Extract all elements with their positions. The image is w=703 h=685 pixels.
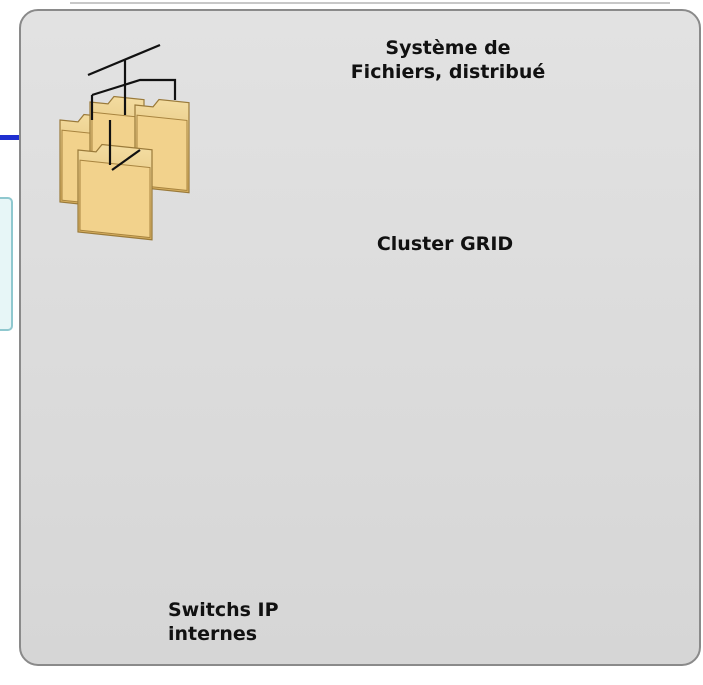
cluster-title: Cluster GRID [376,233,514,255]
switch-title-line2: internes [168,623,258,645]
side-panel-fragment [0,197,13,331]
background-fragments [0,2,670,331]
switch-title-line1: Switchs IP [168,599,279,621]
main-panel [19,9,701,666]
filesystem-title: Système de Fichiers, distribué [318,36,578,84]
filesystem-title-line2: Fichiers, distribué [350,61,546,83]
switch-title: Switchs IP internes [168,598,318,646]
filesystem-title-line1: Système de [385,37,511,59]
folder-tree-icon [59,43,190,241]
